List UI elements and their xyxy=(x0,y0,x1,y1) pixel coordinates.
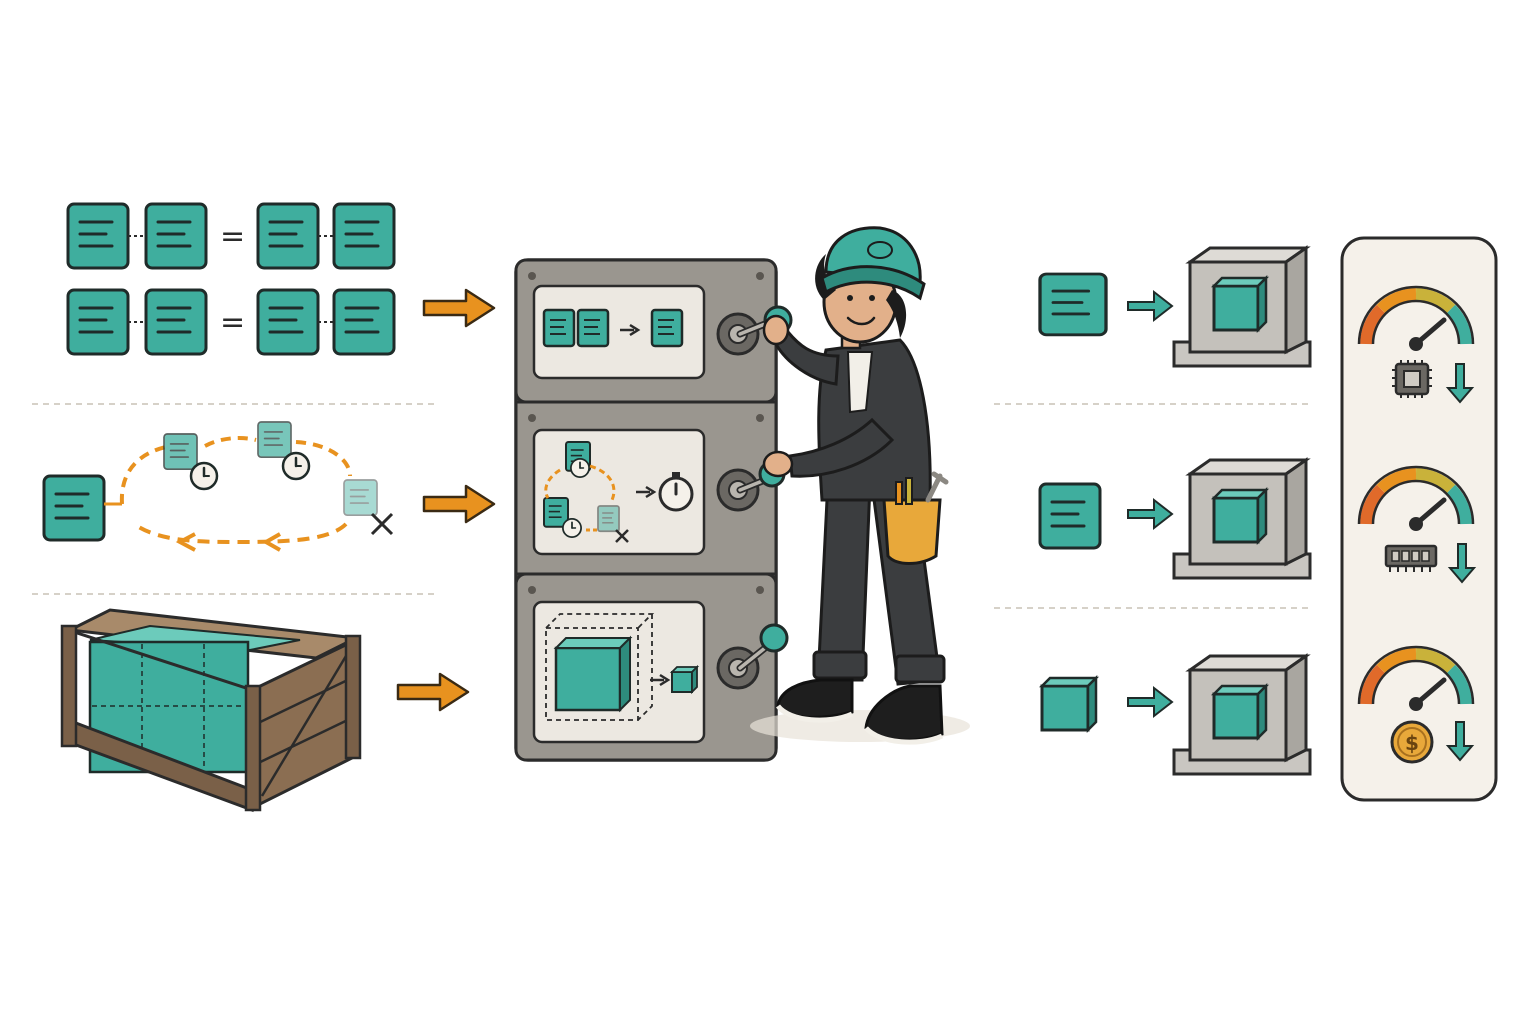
document-icon xyxy=(1038,482,1102,550)
memory-module-icon xyxy=(1384,544,1438,572)
svg-text:=: = xyxy=(220,219,245,254)
arrow-right-icon xyxy=(1127,687,1173,717)
dollar-coin-icon: $ xyxy=(1390,720,1434,764)
svg-text:$: $ xyxy=(1405,731,1419,755)
duplicate-documents-group: = = xyxy=(66,202,396,356)
ttl-panel xyxy=(532,428,706,556)
arrow-right-icon xyxy=(422,288,496,328)
compress-panel xyxy=(532,600,706,744)
arrow-right-icon xyxy=(1127,291,1173,321)
lever-1[interactable] xyxy=(716,305,793,356)
ttl-cycle-group xyxy=(42,421,394,552)
document-icon xyxy=(1038,272,1108,337)
metrics-panel: $ xyxy=(1340,236,1498,802)
arrow-right-icon xyxy=(396,672,470,712)
engineer-character xyxy=(750,226,970,745)
svg-text:=: = xyxy=(220,305,245,340)
storage-block-icon xyxy=(1172,458,1312,580)
cpu-chip-icon xyxy=(1392,360,1432,398)
storage-block-icon xyxy=(1172,246,1312,368)
lever-3[interactable] xyxy=(716,623,789,690)
dedupe-panel xyxy=(532,284,706,380)
arrow-right-icon xyxy=(422,484,496,524)
crate-group xyxy=(60,608,362,813)
small-cube-icon xyxy=(1038,674,1100,734)
storage-block-icon xyxy=(1172,654,1312,776)
optimizer-machine xyxy=(514,258,793,762)
arrow-right-icon xyxy=(1127,499,1173,529)
